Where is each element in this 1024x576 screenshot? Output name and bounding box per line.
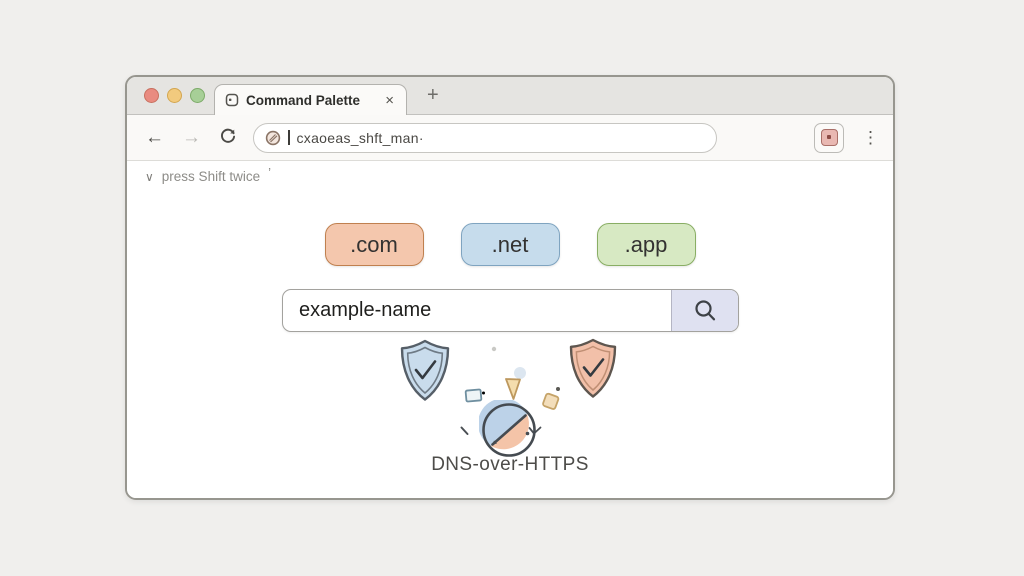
tab-favicon-icon <box>225 93 239 107</box>
navigation-toolbar: ← → cxaoeas_shft_man· ⋮ <box>127 115 893 161</box>
new-tab-button[interactable]: + <box>427 84 439 106</box>
extension-icon[interactable] <box>814 122 844 153</box>
tab-strip: Command Palette × + <box>127 77 893 115</box>
domain-search-input[interactable] <box>283 290 671 331</box>
tld-pill-net[interactable]: .net <box>460 223 560 266</box>
hint-tick-mark: ’ <box>268 165 271 180</box>
sparkle-diamond-icon <box>542 392 560 410</box>
search-icon <box>695 299 716 320</box>
close-window-button[interactable] <box>144 88 159 103</box>
browser-window: Command Palette × + ← → cxaoeas_shft_man… <box>125 75 895 500</box>
back-icon[interactable]: ← <box>145 127 164 148</box>
dns-caption: DNS-over-HTTPS <box>431 454 589 475</box>
sparkle-dot-dark-icon <box>556 387 560 391</box>
extension-badge <box>820 129 838 146</box>
shield-check-orange-icon <box>569 338 617 398</box>
text-caret <box>288 130 290 145</box>
hint-label: press Shift twice <box>161 169 261 184</box>
toolbar-right-group: ⋮ <box>814 122 879 153</box>
page-content: ∨ press Shift twice ’ .com .net .app <box>127 161 893 498</box>
sparkle-rect-icon <box>464 388 485 403</box>
tab-close-icon[interactable]: × <box>385 91 394 109</box>
chevron-down-icon[interactable]: ∨ <box>145 169 154 184</box>
search-button[interactable] <box>671 290 738 331</box>
maximize-window-button[interactable] <box>190 88 205 103</box>
shortcut-hint: ∨ press Shift twice ’ <box>145 165 271 184</box>
minimize-window-button[interactable] <box>167 88 182 103</box>
domain-search-bar <box>282 289 739 332</box>
tld-pill-app[interactable]: .app <box>596 223 696 266</box>
menu-kebab-icon[interactable]: ⋮ <box>862 127 879 147</box>
address-text: cxaoeas_shft_man· <box>296 129 424 146</box>
dns-pie-icon <box>479 400 536 457</box>
tld-pill-com[interactable]: .com <box>324 223 424 266</box>
reload-icon[interactable] <box>215 125 241 151</box>
tld-pill-row: .com .net .app <box>127 223 893 266</box>
forward-icon[interactable]: → <box>182 127 201 148</box>
shield-check-blue-icon <box>400 339 450 401</box>
tab-command-palette[interactable]: Command Palette × <box>214 84 407 115</box>
tab-title: Command Palette <box>246 92 361 108</box>
sparkle-dot-small-icon <box>491 346 497 352</box>
sparkle-triangle-icon <box>505 378 521 400</box>
sparkle-dot-icon <box>514 367 526 379</box>
window-controls <box>144 88 205 103</box>
address-bar[interactable]: cxaoeas_shft_man· <box>253 122 717 153</box>
sparkle-tick-left-icon <box>460 426 469 435</box>
site-info-icon[interactable] <box>265 130 281 146</box>
